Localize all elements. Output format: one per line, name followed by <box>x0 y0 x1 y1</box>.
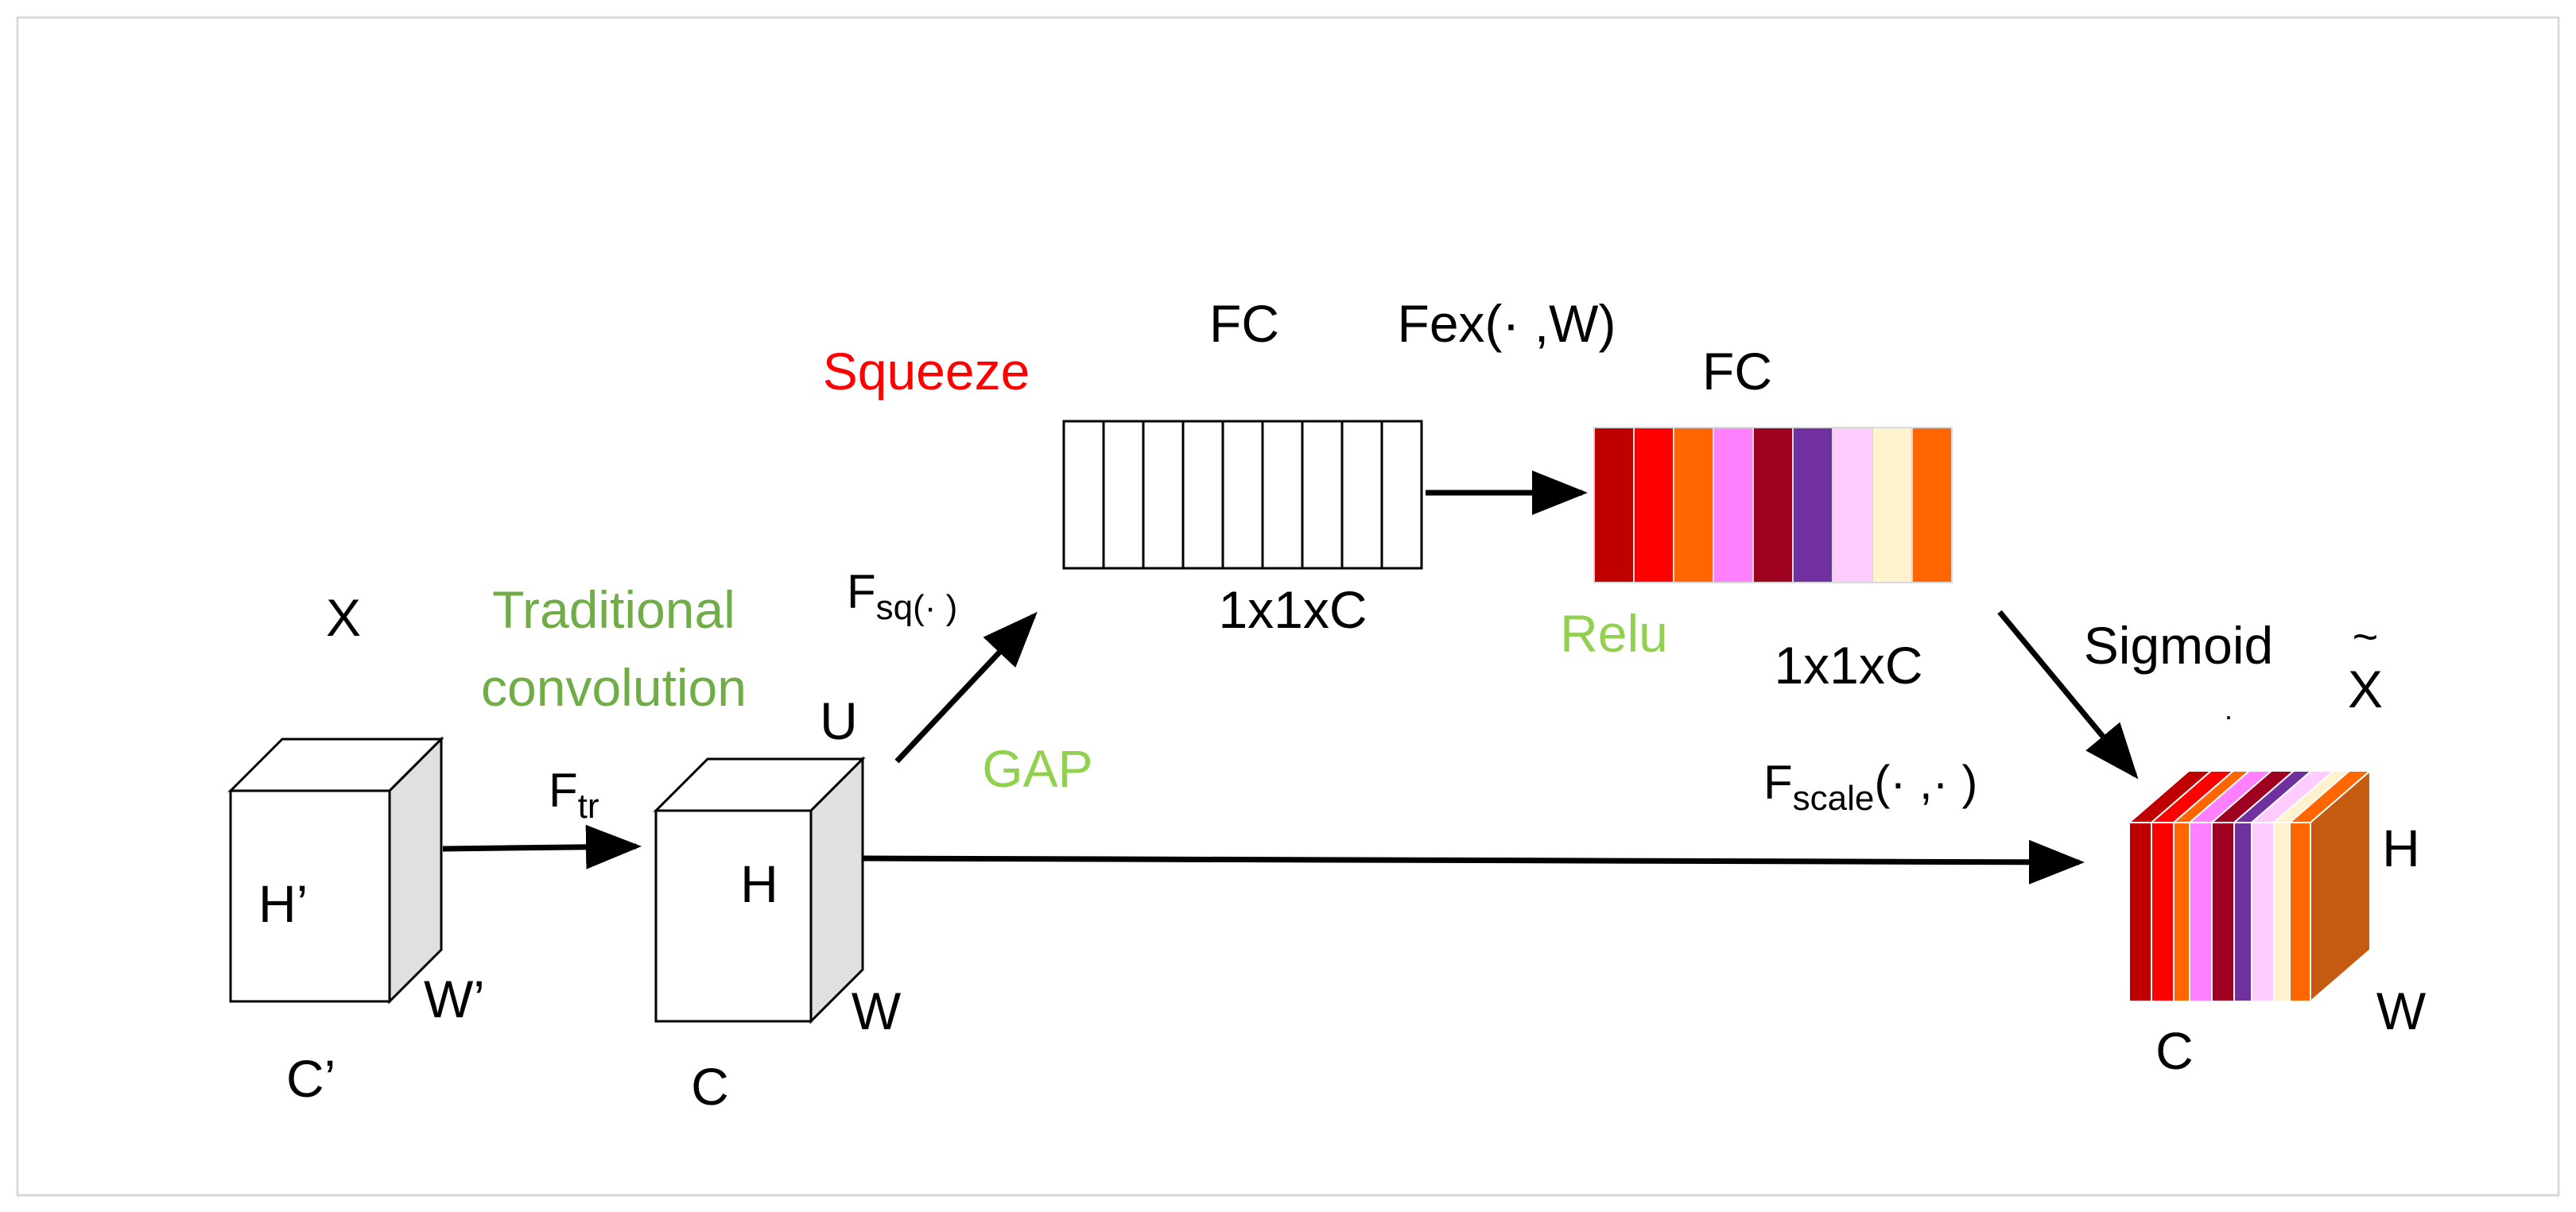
fc1-cell <box>1261 420 1304 570</box>
output-slice-front <box>2273 822 2291 1002</box>
output-cube <box>2127 769 2372 1004</box>
fc2-cell <box>1713 427 1754 583</box>
fc2-cell <box>1593 427 1635 583</box>
cube-u-front <box>654 809 813 1023</box>
fc1-label: FC <box>1209 294 1279 353</box>
output-slice-front <box>2189 822 2213 1002</box>
fc1-cell <box>1340 420 1383 570</box>
output-x-tilde-mark: ~ <box>2353 611 2379 661</box>
squeeze-fc-vector <box>1062 420 1423 570</box>
fc1-dims-label: 1x1xC <box>1218 580 1367 639</box>
fc2-cell <box>1911 427 1953 583</box>
input-cube <box>227 736 444 1005</box>
fc2-dims-label: 1x1xC <box>1774 636 1922 695</box>
output-slice-front <box>2233 822 2252 1002</box>
fex-label: Fex(· ,W) <box>1398 294 1616 353</box>
fc1-cell <box>1102 420 1145 570</box>
fc2-cell <box>1633 427 1674 583</box>
output-x-label: X <box>2348 660 2383 718</box>
cube-u-label: U <box>820 691 858 750</box>
squeeze-label: Squeeze <box>823 342 1030 401</box>
input-w-prime-label: W’ <box>424 970 485 1028</box>
f-tr-label: Ftr <box>549 764 599 826</box>
traditional-label-line1: Traditional <box>492 580 735 639</box>
output-w-label: W <box>2376 982 2427 1040</box>
fc2-cell <box>1872 427 1913 583</box>
input-h-prime-label: H’ <box>258 874 308 933</box>
dot-mark: . <box>2225 693 2233 726</box>
fc1-cell <box>1142 420 1185 570</box>
output-h-label: H <box>2382 819 2420 877</box>
cube-u-h-label: H <box>740 854 778 913</box>
f-scale-label: Fscale(· ,· ) <box>1763 756 1977 818</box>
gap-label: GAP <box>982 739 1092 798</box>
cube-u-c-label: C <box>691 1057 729 1116</box>
output-slice-front <box>2128 822 2152 1002</box>
fc2-cell <box>1752 427 1794 583</box>
input-cube-front <box>229 789 391 1003</box>
input-x-label: X <box>326 588 361 647</box>
output-slice-front <box>2173 822 2190 1002</box>
output-c-label: C <box>2155 1021 2194 1080</box>
f-tr-arrow <box>442 824 642 869</box>
fc1-cell <box>1221 420 1264 570</box>
fc1-cell <box>1181 420 1224 570</box>
fc2-label: FC <box>1702 342 1772 401</box>
fc2-cell <box>1792 427 1833 583</box>
traditional-label-line2: convolution <box>481 658 747 717</box>
f-sq-arrow <box>894 611 1038 764</box>
fc2-cell <box>1673 427 1714 583</box>
output-slice-front <box>2289 822 2311 1002</box>
sigmoid-arrow <box>1997 610 2139 780</box>
output-slice-front <box>2211 822 2235 1002</box>
scale-arrow <box>862 839 2085 885</box>
input-c-prime-label: C’ <box>286 1049 336 1108</box>
output-slice-front <box>2251 822 2275 1002</box>
relu-label: Relu <box>1560 604 1668 663</box>
f-sq-label: Fsq(· ) <box>847 565 957 627</box>
output-slice-front <box>2151 822 2174 1002</box>
sigmoid-label: Sigmoid <box>2084 616 2273 675</box>
cube-u-w-label: W <box>852 982 902 1040</box>
fc1-cell <box>1301 420 1344 570</box>
fc1-cell <box>1380 420 1423 570</box>
fc2-cell <box>1832 427 1873 583</box>
feature-cube-u <box>653 756 866 1024</box>
excitation-fc-vector <box>1593 427 1953 583</box>
fc1-cell <box>1062 420 1105 570</box>
